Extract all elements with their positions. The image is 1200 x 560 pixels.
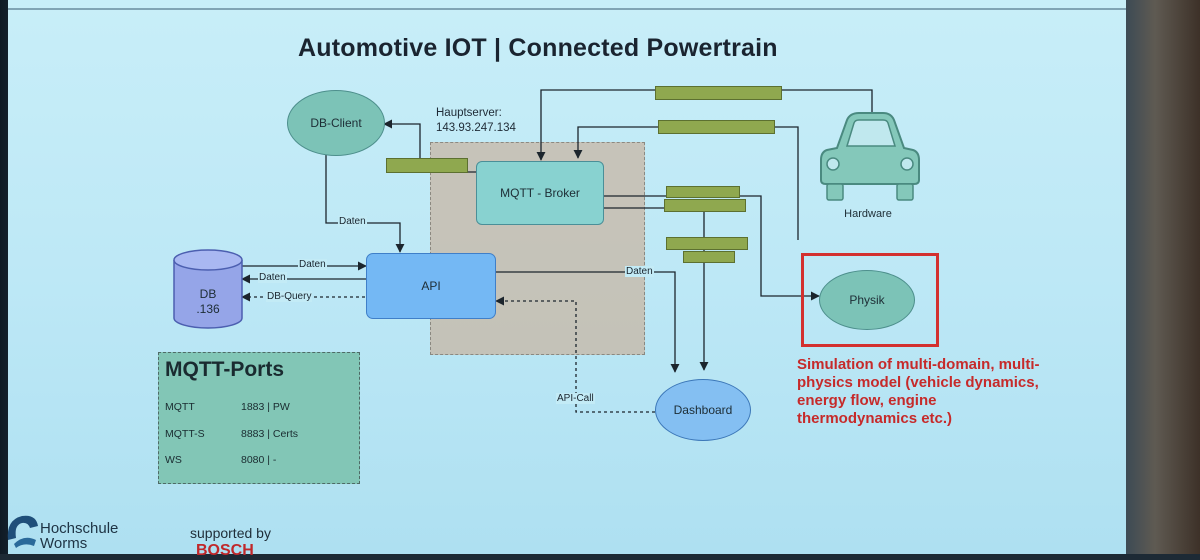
mqtt-ports-title: MQTT-Ports (165, 358, 284, 381)
mqtt-ports-box: MQTT-Ports MQTT 1883 | PW MQTT-S 8883 | … (158, 352, 360, 484)
supported-by-label: supported by (190, 525, 271, 541)
slide-top-border (8, 8, 1126, 10)
background-right (1125, 0, 1200, 554)
edge-label-daten-client-api: Daten (338, 216, 367, 227)
edge-api-call (495, 296, 655, 413)
label-car-physik (658, 120, 775, 134)
api-node: API (366, 253, 496, 319)
car-icon (820, 112, 920, 201)
university-line1: Hochschule (40, 520, 119, 537)
hauptserver-label: Hauptserver: 143.93.247.134 (436, 106, 516, 136)
label-broker-physik-1 (666, 186, 740, 198)
label-broker-dash-2 (683, 251, 735, 263)
simulation-description: Simulation of multi-domain, multi-physic… (797, 356, 1040, 427)
hauptserver-title: Hauptserver: (436, 107, 502, 119)
db-name: DB (199, 287, 217, 301)
edge-label-daten-db-api: Daten (258, 272, 287, 283)
edge-api-dashboard (494, 271, 680, 373)
label-broker-client (386, 158, 468, 173)
port-value: 8080 | - (241, 454, 277, 466)
edge-label-db-query: DB-Query (266, 291, 313, 302)
port-name: MQTT-S (165, 428, 205, 440)
db-id: .136 (196, 302, 220, 316)
edge-label-api-call: API-Call (556, 393, 595, 404)
physik-highlight-frame (801, 253, 939, 347)
edge-car-physik (573, 126, 799, 240)
port-value: 1883 | PW (241, 401, 290, 413)
mqtt-broker-node: MQTT - Broker (476, 161, 604, 225)
port-name: MQTT (165, 401, 195, 413)
physik-node: Physik (819, 270, 915, 330)
port-value: 8883 | Certs (241, 428, 299, 440)
dashboard-node: Dashboard (655, 379, 751, 441)
edge-label-daten-api-dash: Daten (625, 266, 654, 277)
label-broker-dash-1 (666, 237, 748, 250)
university-name: Hochschule Worms (40, 521, 118, 551)
slide-title: Automotive IOT | Connected Powertrain (298, 34, 778, 62)
hauptserver-ip: 143.93.247.134 (436, 122, 516, 134)
hardware-label: Hardware (844, 208, 892, 220)
hochschule-logo (7, 515, 38, 548)
label-broker-physik-2 (664, 199, 746, 212)
edge-label-daten-api-db: Daten (298, 259, 327, 270)
database-icon (173, 249, 243, 329)
sponsor-logo-text: BOSCH (196, 542, 254, 559)
db-client-node: DB-Client (287, 90, 385, 156)
university-line2: Worms (40, 535, 88, 552)
label-car-broker (655, 86, 782, 100)
port-name: WS (165, 454, 182, 466)
edge-broker-dashboard (602, 207, 709, 371)
